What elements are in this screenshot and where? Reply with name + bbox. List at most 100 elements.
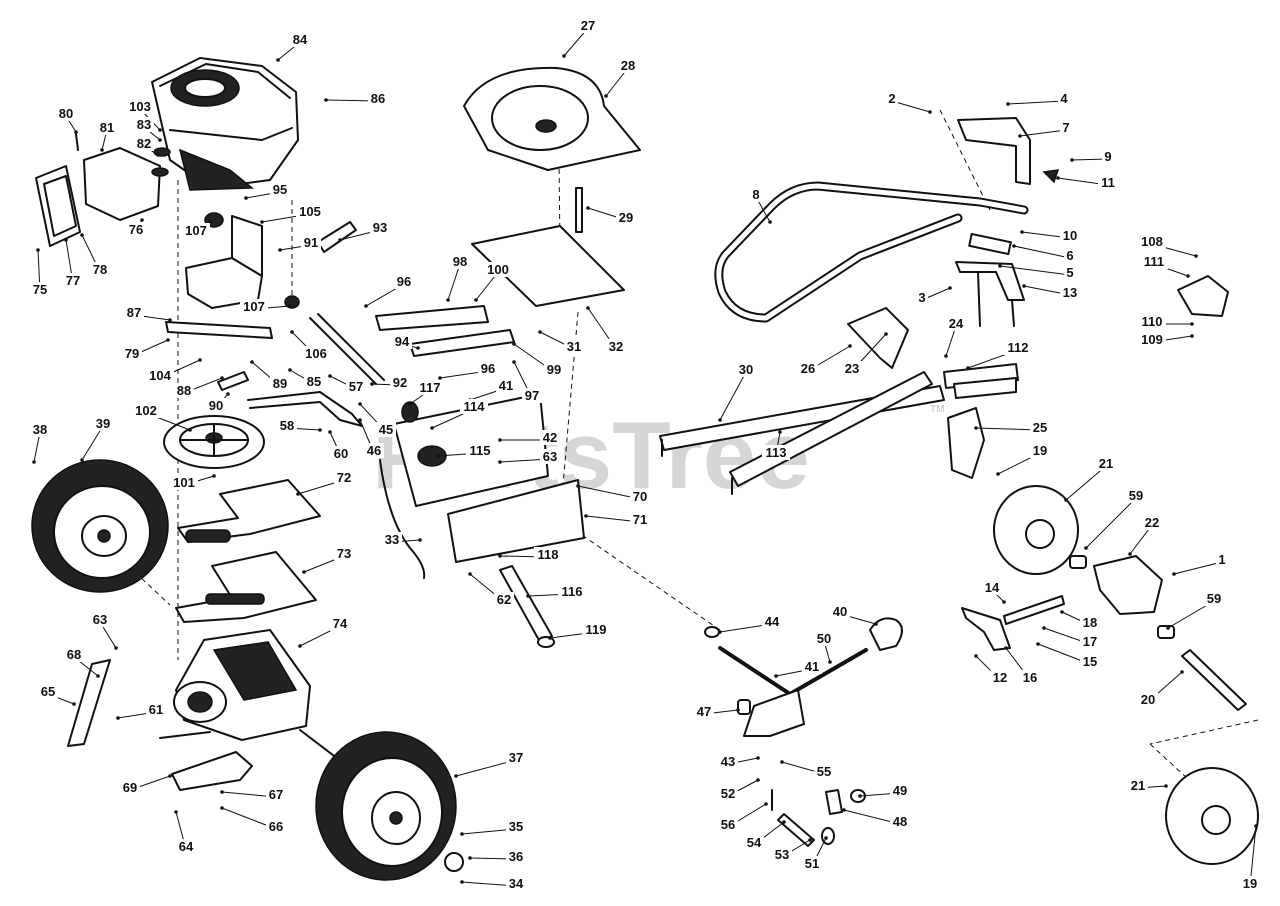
callout-label-bg <box>578 18 598 33</box>
bracket-16 <box>961 607 1011 651</box>
callout-number: 96 <box>397 274 411 289</box>
callout-number: 98 <box>453 254 467 269</box>
callout-number: 19 <box>1033 443 1047 458</box>
callout-label-bg <box>564 339 584 354</box>
callout-label-bg <box>120 780 140 795</box>
callout-arrowhead <box>774 674 778 678</box>
callout-arrowhead <box>548 636 552 640</box>
callout-number: 91 <box>304 235 318 250</box>
callout-number: 78 <box>93 262 107 277</box>
callout-number: 21 <box>1131 778 1145 793</box>
callout-label-bg <box>1140 254 1168 269</box>
callout-number: 94 <box>395 334 410 349</box>
callout-arrowhead <box>538 330 542 334</box>
watermark-trademark: TM <box>930 404 944 415</box>
callout-label-bg <box>1138 314 1166 329</box>
callout-label-bg <box>802 856 822 871</box>
callout-number: 23 <box>845 361 859 376</box>
callout-number: 68 <box>67 647 81 662</box>
callout-arrowhead <box>188 428 192 432</box>
callout-number: 48 <box>893 814 907 829</box>
callout-label-bg <box>1138 332 1166 347</box>
engine-mount-bracket <box>185 212 300 309</box>
callout-arrowhead <box>288 368 292 372</box>
callout-label-bg <box>762 445 790 460</box>
callout-arrowhead <box>468 856 472 860</box>
wheel-39 <box>31 459 169 593</box>
bushing-59 <box>1069 555 1087 569</box>
callout-leader <box>719 371 747 421</box>
transaxle-74 <box>159 629 351 769</box>
callout-number: 49 <box>893 783 907 798</box>
plate-73 <box>175 551 317 623</box>
callout-arrowhead <box>446 298 450 302</box>
callout-arrowhead <box>498 438 502 442</box>
callout-label-bg <box>266 819 286 834</box>
callout-arrowhead <box>1186 274 1190 278</box>
callout-number: 114 <box>464 399 486 414</box>
callout-arrowhead <box>512 342 516 346</box>
link-90 <box>217 371 249 391</box>
callout-number: 104 <box>149 368 171 383</box>
callout-label-bg <box>540 449 560 464</box>
callout-label-bg <box>93 416 113 431</box>
callout-label-bg <box>460 399 488 414</box>
callout-arrowhead <box>884 332 888 336</box>
callout-number: 102 <box>135 403 157 418</box>
callout-number: 108 <box>1141 234 1163 249</box>
callout-label-bg <box>30 422 50 437</box>
callout-label-bg <box>616 210 636 225</box>
callout-number: 72 <box>337 470 351 485</box>
callout-arrowhead <box>64 238 68 242</box>
callout-arrowhead <box>948 286 952 290</box>
callout-arrowhead <box>966 366 970 370</box>
callout-arrowhead <box>782 820 786 824</box>
callout-number: 59 <box>1207 591 1221 606</box>
callout-arrowhead <box>226 392 230 396</box>
callout-arrowhead <box>1060 610 1064 614</box>
callout-arrowhead <box>1004 646 1008 650</box>
callout-label-bg <box>494 592 514 607</box>
callout-leader <box>1173 561 1223 575</box>
callout-number: 30 <box>739 362 753 377</box>
callout-number: 83 <box>137 117 151 132</box>
callout-arrowhead <box>526 594 530 598</box>
callout-arrowhead <box>168 318 172 322</box>
callout-arrowhead <box>576 484 580 488</box>
callout-arrowhead <box>1194 254 1198 258</box>
callout-arrowhead <box>468 572 472 576</box>
callout-label-bg <box>506 750 526 765</box>
callout-label-bg <box>814 764 834 779</box>
callout-label-bg <box>946 316 966 331</box>
callout-number: 36 <box>509 849 523 864</box>
callout-number: 101 <box>173 475 195 490</box>
callout-label-bg <box>416 380 444 395</box>
callout-label-bg <box>1142 515 1162 530</box>
callout-arrowhead <box>764 802 768 806</box>
callout-label-bg <box>1020 670 1040 685</box>
bracket-7 <box>957 117 1031 185</box>
callout-number: 74 <box>333 616 348 631</box>
callout-label-bg <box>90 612 110 627</box>
callout-number: 35 <box>509 819 523 834</box>
callout-arrowhead <box>220 790 224 794</box>
callout-arrowhead <box>244 196 248 200</box>
callout-number: 90 <box>209 398 223 413</box>
callout-number: 117 <box>420 380 441 395</box>
callout-label-bg <box>762 614 782 629</box>
callout-number: 53 <box>775 847 789 862</box>
callout-number: 82 <box>137 136 151 151</box>
callout-label-bg <box>736 362 756 377</box>
callout-arrowhead <box>974 654 978 658</box>
callout-arrowhead <box>824 836 828 840</box>
callout-number: 118 <box>538 547 559 562</box>
callout-number: 34 <box>509 876 524 891</box>
callout-label-bg <box>1240 876 1260 891</box>
callout-arrowhead <box>1164 784 1168 788</box>
callout-number: 19 <box>1243 876 1257 891</box>
callout-arrowhead <box>1020 230 1024 234</box>
callout-arrowhead <box>36 248 40 252</box>
handle-bar-8 <box>714 181 1029 323</box>
gearbox-22 <box>1093 555 1163 615</box>
callout-number: 16 <box>1023 670 1037 685</box>
